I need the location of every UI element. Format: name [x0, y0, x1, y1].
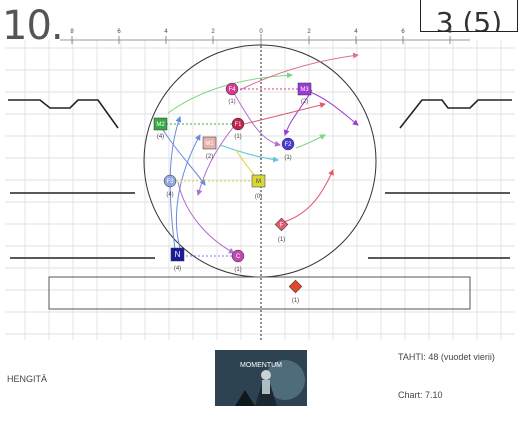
svg-text:F4: F4 — [228, 87, 236, 93]
svg-text:(1): (1) — [292, 298, 299, 304]
axis-tick-label: 2 — [211, 29, 215, 35]
svg-text:M3: M3 — [300, 87, 309, 93]
svg-text:(1): (1) — [228, 99, 235, 105]
svg-text:F: F — [280, 223, 284, 229]
piece-c: C (1) — [232, 250, 244, 273]
svg-text:(4): (4) — [174, 266, 181, 272]
axis-tick-label: 4 — [354, 29, 358, 35]
song-thumbnail: MOMENTUM — [215, 350, 307, 406]
svg-text:M2: M2 — [156, 122, 165, 128]
breathe-label: HENGITÄ — [7, 374, 47, 384]
axis-tick-label: 4 — [164, 29, 168, 35]
thumbnail-title: MOMENTUM — [240, 362, 282, 369]
svg-text:F2: F2 — [284, 142, 292, 148]
axis-tick-label: 2 — [307, 29, 311, 35]
svg-text:(2): (2) — [301, 99, 308, 105]
svg-text:F1: F1 — [234, 122, 242, 128]
svg-text:(1): (1) — [234, 134, 241, 140]
svg-text:(1): (1) — [234, 267, 241, 273]
axis-tick-label: 8 — [448, 29, 452, 35]
piece-f4: F4 (1) — [226, 83, 238, 105]
svg-text:C: C — [236, 254, 241, 260]
svg-text:(1): (1) — [284, 155, 291, 161]
piece-f1: F1 (1) — [232, 118, 244, 140]
piece-f2: F2 (1) — [282, 138, 294, 161]
piece-m2: M2 (4) — [154, 118, 167, 140]
svg-text:M: M — [256, 179, 261, 185]
piece-f3: F3 (4) — [164, 175, 176, 198]
piece-front-diamond: (1) — [289, 280, 302, 304]
stage-grid — [5, 40, 515, 340]
star-info: TAHTI: 48 (vuodet vierii) — [398, 352, 495, 362]
svg-text:(4): (4) — [157, 134, 164, 140]
axis-tick-label: 0 — [259, 29, 263, 35]
piece-n: N (4) — [171, 248, 184, 272]
svg-text:F3: F3 — [166, 179, 174, 185]
axis-tick-label: 6 — [117, 29, 121, 35]
svg-text:(1): (1) — [278, 237, 285, 243]
movement-arrows — [160, 55, 358, 258]
svg-text:M1: M1 — [205, 141, 214, 147]
axis-tick-label: 6 — [401, 29, 405, 35]
svg-text:N: N — [175, 250, 181, 259]
axis-tick-label: 8 — [70, 29, 74, 35]
chart-info: Chart: 7.10 — [398, 390, 443, 400]
front-rectangle — [49, 277, 470, 309]
piece-f: F (1) — [275, 218, 288, 243]
formation-diagram: 8 6 4 2 0 2 4 6 8 — [0, 0, 518, 345]
piece-m: M (0) — [252, 175, 265, 200]
top-ruler — [60, 34, 470, 46]
svg-text:(0): (0) — [255, 194, 262, 200]
svg-text:(2): (2) — [206, 154, 213, 160]
svg-text:(4): (4) — [166, 192, 173, 198]
